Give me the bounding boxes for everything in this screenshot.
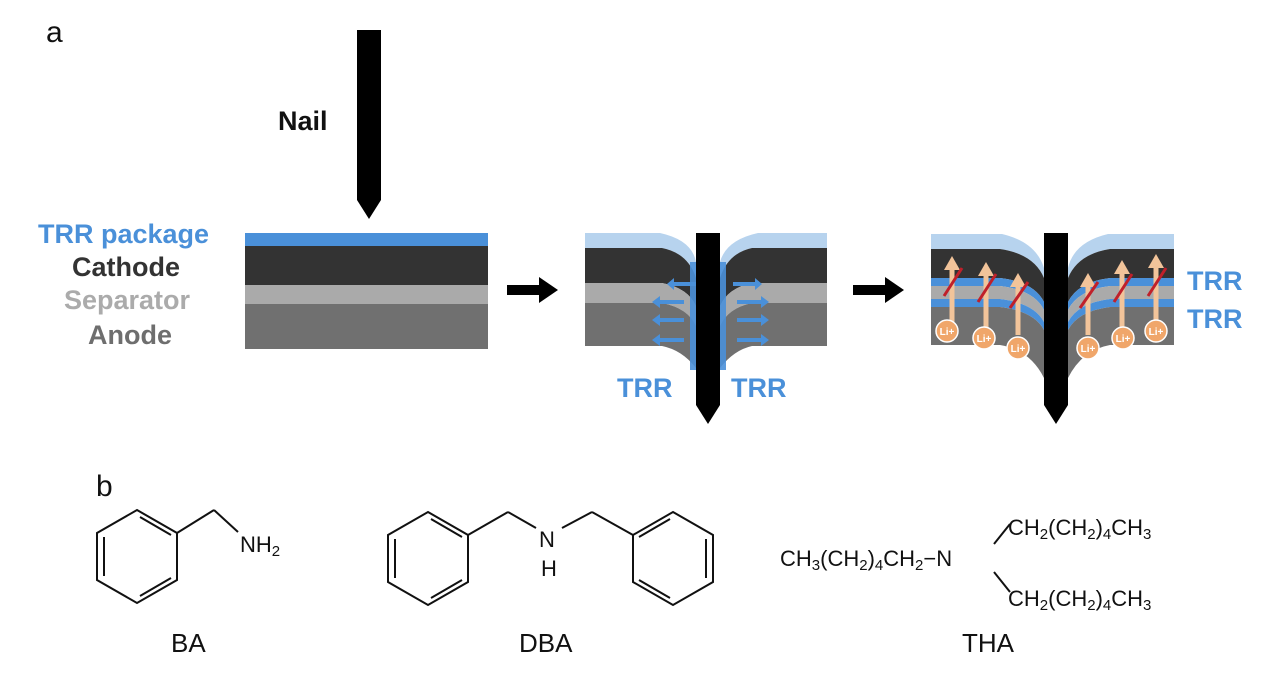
dba-structure: [387, 510, 714, 607]
nail-3: [1044, 233, 1068, 424]
tha-lower-chain: CH2(CH2)4CH3: [1008, 586, 1152, 614]
stage2-separator-left: [585, 283, 696, 326]
dba-nitrogen: N: [539, 527, 555, 552]
tha-name: THA: [962, 628, 1014, 658]
separator-label: Separator: [64, 285, 191, 315]
ba-amine-group: NH2: [240, 532, 281, 560]
stage1-cathode-layer: [245, 246, 488, 285]
li-ion-text: Li+: [940, 327, 955, 338]
li-ion-text: Li+: [1011, 344, 1026, 355]
stage2-trr-flow-arrows: [652, 278, 769, 346]
li-ion-text: Li+: [1081, 344, 1096, 355]
stage3-trr-label-bottom: TRR: [1187, 304, 1243, 334]
stage2-separator-right: [720, 283, 827, 326]
stage3-li-paths-blocked: [942, 254, 1168, 335]
nail-label: Nail: [278, 106, 328, 136]
stage3-trr-label-top: TRR: [1187, 266, 1243, 296]
ba-name: BA: [171, 628, 206, 658]
panel-b-letter: b: [96, 470, 113, 503]
stage3-cell: Li+ Li+ Li+ Li+ Li+ Li+: [931, 234, 1174, 378]
stage1-anode-layer: [245, 304, 488, 349]
stage3-trr-lower-right: [1068, 299, 1174, 330]
li-ion-text: Li+: [977, 334, 992, 345]
stage2-anode-left: [585, 303, 696, 368]
stage2-anode-right: [720, 303, 827, 368]
process-arrow-2: [853, 277, 904, 303]
stage3-trr-package: [931, 234, 1174, 278]
cathode-label: Cathode: [72, 252, 180, 282]
nail-2: [696, 233, 720, 424]
nail-1: [357, 30, 381, 219]
stage2-cathode-right: [720, 248, 827, 306]
stage1-trr-layer: [245, 233, 488, 246]
tha-left-chain: CH3(CH2)4CH2−N: [780, 546, 953, 574]
ba-nh-text: NH: [240, 532, 272, 557]
process-arrow-1: [507, 277, 558, 303]
trr-package-label: TRR package: [38, 219, 210, 249]
stage1-cell: [245, 233, 488, 349]
stage2-trr-label-right: TRR: [731, 373, 787, 403]
stage3-li-ions: Li+ Li+ Li+ Li+ Li+ Li+: [935, 319, 1168, 360]
stage2-trr-package: [585, 233, 827, 278]
panel-a-letter: a: [46, 16, 63, 49]
li-ion-text: Li+: [1149, 327, 1164, 338]
stage1-separator-layer: [245, 285, 488, 304]
anode-label: Anode: [88, 320, 172, 350]
dba-name: DBA: [519, 628, 573, 658]
dba-hydrogen: H: [541, 556, 557, 581]
stage2-cathode-left: [585, 248, 696, 306]
stage2-trr-label-left: TRR: [617, 373, 673, 403]
ba-structure: [96, 508, 239, 605]
tha-branches: [993, 523, 1011, 593]
ba-nh-subscript: 2: [271, 543, 281, 560]
tha-upper-chain: CH2(CH2)4CH3: [1008, 515, 1152, 543]
li-ion-text: Li+: [1116, 334, 1131, 345]
